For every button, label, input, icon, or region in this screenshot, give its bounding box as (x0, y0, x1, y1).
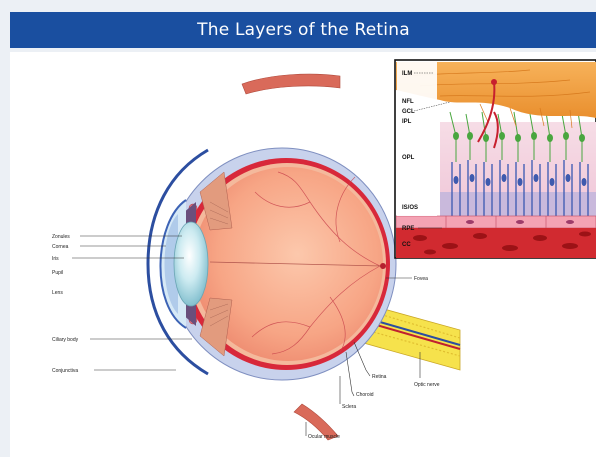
layer-label-is-os: IS/OS (402, 205, 418, 211)
label-fovea: Fovea (414, 276, 428, 282)
label-zonules: Zonules (52, 234, 70, 240)
eye-retina-diagram: Zonules Cornea Iris Pupil Lens Ciliary b… (10, 52, 596, 457)
label-pupil: Pupil (52, 270, 63, 276)
label-retina: Retina (372, 374, 387, 380)
layer-label-cc: CC (402, 242, 411, 248)
layer-label-ilm: ILM (402, 71, 412, 77)
label-optic-nerve: Optic nerve (414, 382, 440, 388)
diagram-panel: Zonules Cornea Iris Pupil Lens Ciliary b… (10, 52, 596, 457)
page-title: The Layers of the Retina (10, 12, 596, 48)
ocular-muscle-top (242, 74, 340, 94)
layer-label-nfl: NFL (402, 99, 414, 105)
label-iris: Iris (52, 256, 59, 262)
fovea (380, 263, 386, 269)
label-conjunctiva: Conjunctiva (52, 368, 78, 374)
retina-inset: ILM NFL GCL IPL OPL IS/OS RPE CC (395, 60, 596, 258)
label-ocular-muscle: Ocular muscle (308, 434, 340, 440)
lens (174, 222, 208, 306)
label-cornea: Cornea (52, 244, 69, 250)
label-ciliary-body: Ciliary body (52, 337, 79, 343)
layer-label-ipl: IPL (402, 119, 412, 125)
label-sclera: Sclera (342, 404, 356, 410)
layer-label-opl: OPL (402, 155, 415, 161)
label-choroid: Choroid (356, 392, 374, 398)
layer-label-rpe: RPE (402, 226, 414, 232)
label-lens: Lens (52, 290, 63, 296)
layer-label-gcl: GCL (402, 109, 415, 115)
